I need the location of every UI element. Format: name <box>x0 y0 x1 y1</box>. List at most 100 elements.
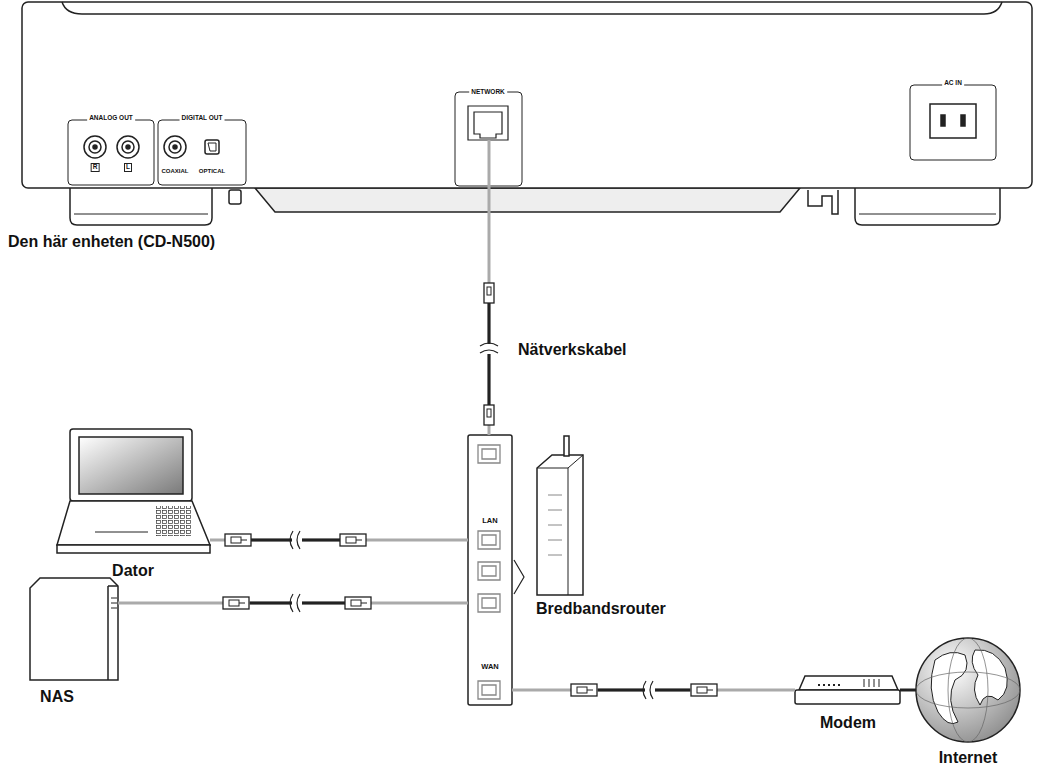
device-caption: Internet <box>939 749 998 767</box>
panel-label: DIGITAL OUT <box>180 114 225 121</box>
rear-panel <box>961 115 965 126</box>
modem-icon <box>838 684 840 686</box>
rear-panel <box>808 190 838 214</box>
network-cable <box>484 283 494 303</box>
device-caption: Bredbandsrouter <box>536 600 666 618</box>
nas-device: NAS <box>30 578 118 680</box>
device-caption: Den här enheten (CD-N500) <box>8 233 215 251</box>
modem-icon <box>864 679 865 687</box>
port-label: LAN <box>482 517 497 526</box>
device-caption: Dator <box>112 562 154 580</box>
router-icon <box>478 681 500 699</box>
rear-panel <box>488 140 491 186</box>
nas-icon <box>107 586 109 680</box>
router-icon <box>478 562 500 580</box>
computer: Dator <box>57 429 210 553</box>
rear-panel <box>229 190 241 204</box>
device-caption: Modem <box>820 714 876 732</box>
network-port: NETWORK <box>455 92 522 186</box>
rear-panel <box>859 214 996 215</box>
nas-icon <box>108 585 118 587</box>
router-icon <box>478 594 500 612</box>
router-icon <box>548 540 562 541</box>
router-icon <box>537 468 568 469</box>
modem: Modem <box>795 676 900 704</box>
globe-icon <box>916 672 1020 708</box>
modem-icon <box>799 676 898 690</box>
internet-globe: Internet <box>916 638 1020 742</box>
laptop-icon <box>70 429 192 501</box>
laptop-icon <box>95 532 148 533</box>
nas-icon <box>111 603 117 604</box>
panel-label: COAXIAL <box>162 168 189 175</box>
router-icon <box>548 495 562 496</box>
rear-panel <box>164 136 186 158</box>
rear-panel <box>208 143 216 151</box>
router-icon <box>537 455 583 595</box>
rear-panel <box>62 2 1002 14</box>
panel-label: ANALOG OUT <box>87 114 135 121</box>
nas-cable <box>345 597 371 609</box>
wan-cable <box>643 681 653 699</box>
rear-panel <box>22 2 1032 225</box>
modem-icon <box>818 684 840 686</box>
rear-panel <box>70 186 212 225</box>
rear-panel <box>84 136 106 158</box>
channel-label: R <box>91 163 100 172</box>
rear-panel <box>930 104 976 138</box>
router-icon <box>548 555 562 556</box>
port-label: WAN <box>481 663 499 672</box>
rear-panel <box>941 115 945 126</box>
rear-panel <box>855 186 1000 225</box>
cable <box>900 689 916 692</box>
globe-icon <box>948 638 988 742</box>
nas-cable <box>223 597 249 609</box>
device-rear-panel: Den här enheten (CD-N500)NETWORK <box>22 2 1032 188</box>
laptop-icon <box>57 501 210 545</box>
router-icon <box>468 435 512 705</box>
pc-cable <box>340 534 366 546</box>
rear-panel <box>74 214 208 215</box>
rear-panel <box>68 120 154 185</box>
globe-icon <box>972 650 1007 705</box>
laptop-icon <box>57 429 210 553</box>
modem-icon <box>879 679 880 687</box>
rear-panel <box>169 141 181 153</box>
rear-panel <box>910 85 996 160</box>
laptop-icon <box>57 545 210 553</box>
wan-cable <box>571 681 717 699</box>
router: LANWANBredbandsrouter <box>468 435 512 705</box>
modem-icon <box>869 679 870 687</box>
nas-icon <box>111 608 117 609</box>
network-cable <box>480 283 498 425</box>
rear-panel <box>126 145 130 149</box>
nas-cable <box>290 594 300 612</box>
nas-icon <box>111 598 117 599</box>
rear-panel <box>205 140 219 154</box>
rear-panel <box>468 106 508 140</box>
router-icon <box>548 525 562 526</box>
modem-icon <box>828 684 830 686</box>
modem-icon <box>823 684 825 686</box>
modem-icon <box>795 690 900 704</box>
nas-cable <box>223 594 371 612</box>
wan-cable <box>691 684 717 696</box>
network-cable <box>482 344 496 354</box>
pc-cable <box>225 531 366 549</box>
network-cable <box>484 405 494 425</box>
router-icon <box>478 445 500 463</box>
wan-cable <box>598 689 690 692</box>
modem-icon <box>874 679 875 687</box>
laptop-icon <box>79 437 183 494</box>
router-icon <box>564 436 569 456</box>
globe-icon <box>916 638 1020 742</box>
nas-icon <box>30 578 118 680</box>
globe-icon <box>931 652 967 723</box>
port-label: NETWORK <box>469 88 507 95</box>
rear-panel <box>173 145 177 149</box>
cable-label: Nätverkskabel <box>516 341 629 359</box>
